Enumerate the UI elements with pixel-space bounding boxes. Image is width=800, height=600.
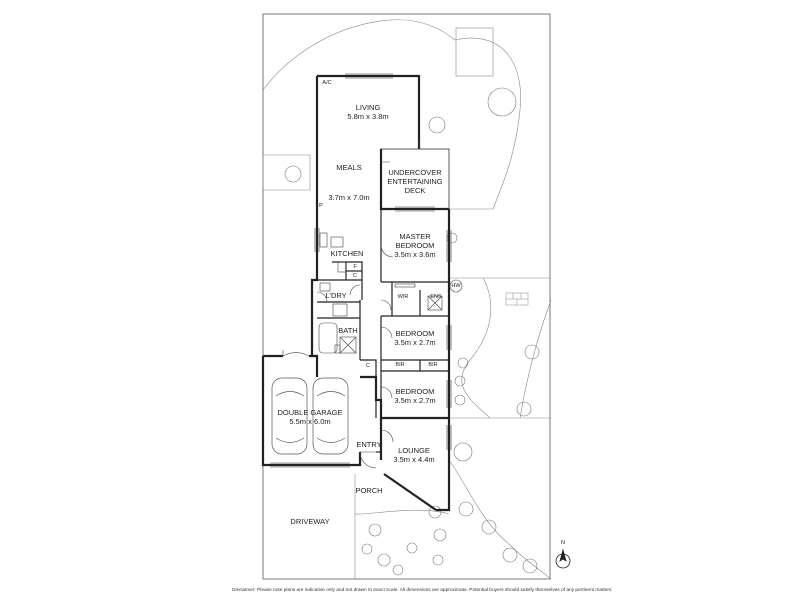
driveway-label: DRIVEWAY xyxy=(290,517,330,526)
trees xyxy=(284,87,540,576)
living-label: LIVING 5.8m x 3.8m xyxy=(347,103,389,121)
doors xyxy=(282,140,420,469)
lounge-label: LOUNGE 3.5m x 4.4m xyxy=(393,446,435,464)
ens-label: ENS xyxy=(430,294,442,300)
meals-label: MEALS xyxy=(336,163,362,172)
master-bedroom-label: MASTER BEDROOM 3.5m x 3.6m xyxy=(394,232,436,259)
windows xyxy=(270,73,452,468)
ac-label: A/C xyxy=(322,80,332,86)
wir-label: WIR xyxy=(397,294,409,300)
bath-label: BATH xyxy=(338,326,358,335)
hw-label: HW xyxy=(451,283,461,289)
kitchen-label: KITCHEN xyxy=(330,249,364,258)
disclaimer: Disclaimer: Please note plans are indica… xyxy=(232,588,613,593)
lot-boundary xyxy=(262,13,551,580)
compass-label: N xyxy=(561,540,565,546)
fridge-label: F xyxy=(353,264,357,270)
fixtures xyxy=(318,232,463,354)
bedroom-2-label: BEDROOM 3.5m x 2.7m xyxy=(394,329,436,347)
garden-shed xyxy=(455,27,494,77)
entry-label: ENTRY xyxy=(356,440,382,449)
bir-right-label: BIR xyxy=(428,362,438,368)
garage-cars xyxy=(271,377,349,455)
deck-label: UNDERCOVER ENTERTAINING DECK xyxy=(387,168,443,195)
paving xyxy=(505,292,529,306)
pantry-label: P xyxy=(319,203,323,209)
garage-label: DOUBLE GARAGE 5.5m x 6.0m xyxy=(277,408,343,426)
cupboard-hall-label: C xyxy=(366,363,370,369)
compass-icon xyxy=(555,548,571,569)
cupboard-laundry-label: C xyxy=(353,273,357,279)
laundry-label: L'DRY xyxy=(325,291,347,300)
bir-left-label: BIR xyxy=(395,362,405,368)
porch-label: PORCH xyxy=(355,486,383,495)
bedroom-3-label: BEDROOM 3.5m x 2.7m xyxy=(394,387,436,405)
meals-size: 3.7m x 7.0m xyxy=(328,193,370,202)
